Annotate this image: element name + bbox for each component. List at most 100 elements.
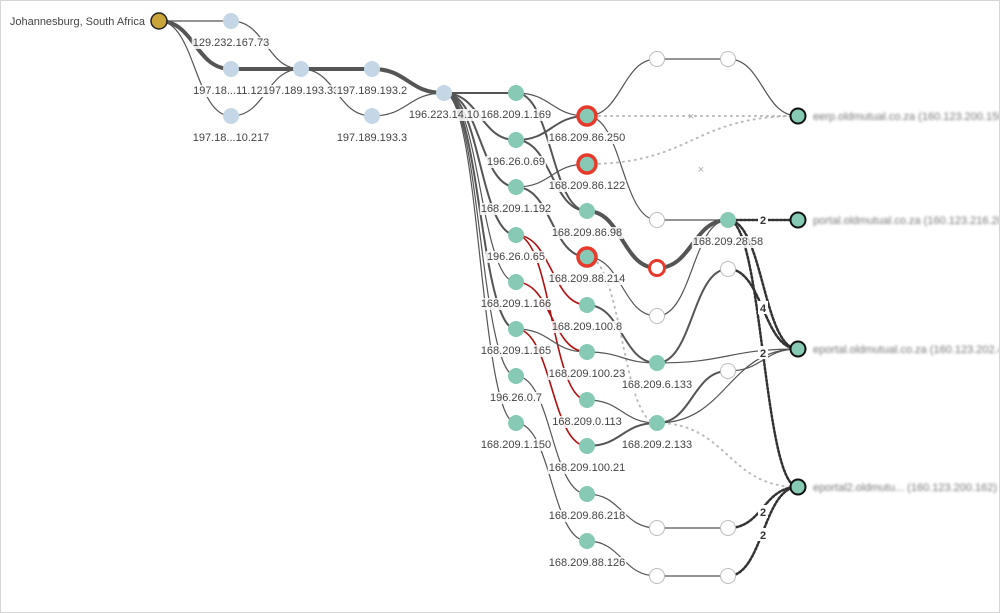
path-edge[interactable] [656,370,729,424]
node-agent[interactable]: 196.26.0.69 [485,132,547,168]
node-agent[interactable]: 168.209.100.23 [547,344,627,380]
node-hop[interactable]: 129.232.167.73 [191,13,271,49]
path-edge[interactable] [586,422,658,447]
node-label: 168.209.100.21 [549,462,625,474]
node-label: eportal2.oldmutu... (160.123.200.162) [813,482,997,494]
node-agent[interactable]: 196.26.0.65 [485,227,547,263]
path-edge[interactable] [371,92,445,117]
node-unknown[interactable] [720,51,736,67]
node-alert[interactable]: 168.209.86.122 [547,153,627,192]
path-edge[interactable] [158,20,232,117]
node-unknown[interactable] [649,520,665,536]
node-label: portal.oldmutual.co.za (160.123.216.201) [813,215,999,227]
node-label: 168.209.86.122 [549,180,625,192]
path-edge[interactable] [515,92,588,212]
path-edge[interactable] [443,92,517,283]
node-agent[interactable]: 168.209.28.58 [691,212,765,248]
node-unknown[interactable] [649,308,665,324]
node-agent[interactable]: 168.209.1.192 [479,179,553,215]
node-agent[interactable]: 168.209.88.126 [547,533,627,569]
path-edge[interactable] [586,115,799,165]
node-label: 168.209.100.23 [549,368,625,380]
node-agent[interactable]: 168.209.86.218 [547,486,627,522]
path-edge[interactable] [515,375,588,495]
node-label: eportal.oldmutual.co.za (160.123.202.46) [813,344,999,356]
path-edge[interactable] [656,219,729,317]
node-unknown[interactable] [720,363,736,379]
node-label: 168.209.1.165 [481,345,551,357]
node-source[interactable]: Johannesburg, South Africa [10,12,168,30]
node-target[interactable]: eportal2.oldmutu... (160.123.200.162) [789,478,998,496]
path-edge[interactable] [586,256,658,424]
path-edge[interactable] [586,209,658,270]
path-edge[interactable] [727,348,799,372]
path-edge[interactable] [586,58,658,117]
edge-count-label: 2 [760,348,766,360]
node-hop[interactable]: 196.223.14.10 [407,85,481,121]
edge-count-label: 4 [760,303,767,315]
node-hop[interactable]: 197.18...10.217 [191,108,271,144]
node-label: 168.209.6.133 [622,379,692,391]
node-target[interactable]: eportal.oldmutual.co.za (160.123.202.46) [789,340,1000,358]
node-label: 197.18...10.217 [193,132,269,144]
path-edge[interactable] [727,58,799,117]
node-label: 168.209.86.250 [549,132,625,144]
path-edge[interactable] [586,351,658,364]
path-edge[interactable] [515,186,588,258]
path-edge[interactable] [515,422,588,542]
node-target[interactable]: eerp.oldmutual.co.za (160.123.200.150) [789,107,1000,125]
node-label: 168.209.86.98 [552,227,622,239]
node-alert[interactable]: 168.209.86.250 [547,105,627,144]
node-hop[interactable]: 197.189.193.2 [335,61,409,97]
node-agent[interactable]: 168.209.1.165 [479,321,553,357]
node-label: 168.209.100.8 [552,321,622,333]
path-edge[interactable] [586,115,658,221]
node-label: 196.223.14.10 [409,109,479,121]
node-label: 168.209.0.113 [552,416,622,428]
node-unknown[interactable] [720,568,736,584]
node-target[interactable]: portal.oldmutual.co.za (160.123.216.201) [789,211,1000,229]
path-edge[interactable] [443,92,517,377]
path-edge[interactable] [656,348,799,364]
node-unknown[interactable] [649,212,665,228]
path-edge[interactable] [515,328,588,447]
node-unknown-alert[interactable] [648,259,666,277]
path-edge[interactable] [726,218,800,351]
node-agent[interactable]: 168.209.1.150 [479,415,553,451]
node-unknown[interactable] [649,568,665,584]
node-hop[interactable]: 197.189.193.3 [335,108,409,144]
path-edge[interactable] [586,304,658,364]
node-agent[interactable]: 168.209.0.113 [551,392,623,428]
node-agent[interactable]: 168.209.86.98 [550,203,624,239]
node-agent[interactable]: 168.209.6.133 [620,355,694,391]
path-edge[interactable] [656,348,799,424]
path-edge[interactable] [586,399,658,424]
path-edge[interactable] [371,67,445,95]
path-edge[interactable] [443,92,517,188]
node-label: Johannesburg, South Africa [10,16,146,28]
node-unknown[interactable] [720,261,736,277]
path-edge[interactable] [656,422,799,488]
node-unknown[interactable] [649,51,665,67]
node-hop[interactable]: 197.18...11.129 [192,61,270,97]
drop-marker-icon: × [688,111,694,123]
node-agent[interactable]: 168.209.1.166 [479,274,553,310]
node-agent[interactable]: 168.209.1.169 [479,85,553,121]
node-agent[interactable]: 168.209.2.133 [620,415,694,451]
node-unknown[interactable] [720,520,736,536]
node-label: 197.189.193.33 [263,85,339,97]
node-agent[interactable]: 168.209.100.21 [547,438,627,474]
path-edge[interactable] [443,92,517,236]
path-edge[interactable] [656,268,729,364]
node-agent[interactable]: 168.209.100.8 [550,297,624,333]
path-edge[interactable] [515,234,588,306]
node-label: eerp.oldmutual.co.za (160.123.200.150) [813,111,999,123]
node-hop[interactable]: 197.189.193.33 [261,61,341,97]
node-alert[interactable]: 168.209.88.214 [547,246,627,285]
path-edge[interactable] [515,281,588,353]
node-label: 168.209.1.150 [481,439,551,451]
node-agent[interactable]: 196.26.0.7 [489,368,543,404]
path-edge[interactable] [515,328,588,353]
node-label: 129.232.167.73 [193,37,269,49]
